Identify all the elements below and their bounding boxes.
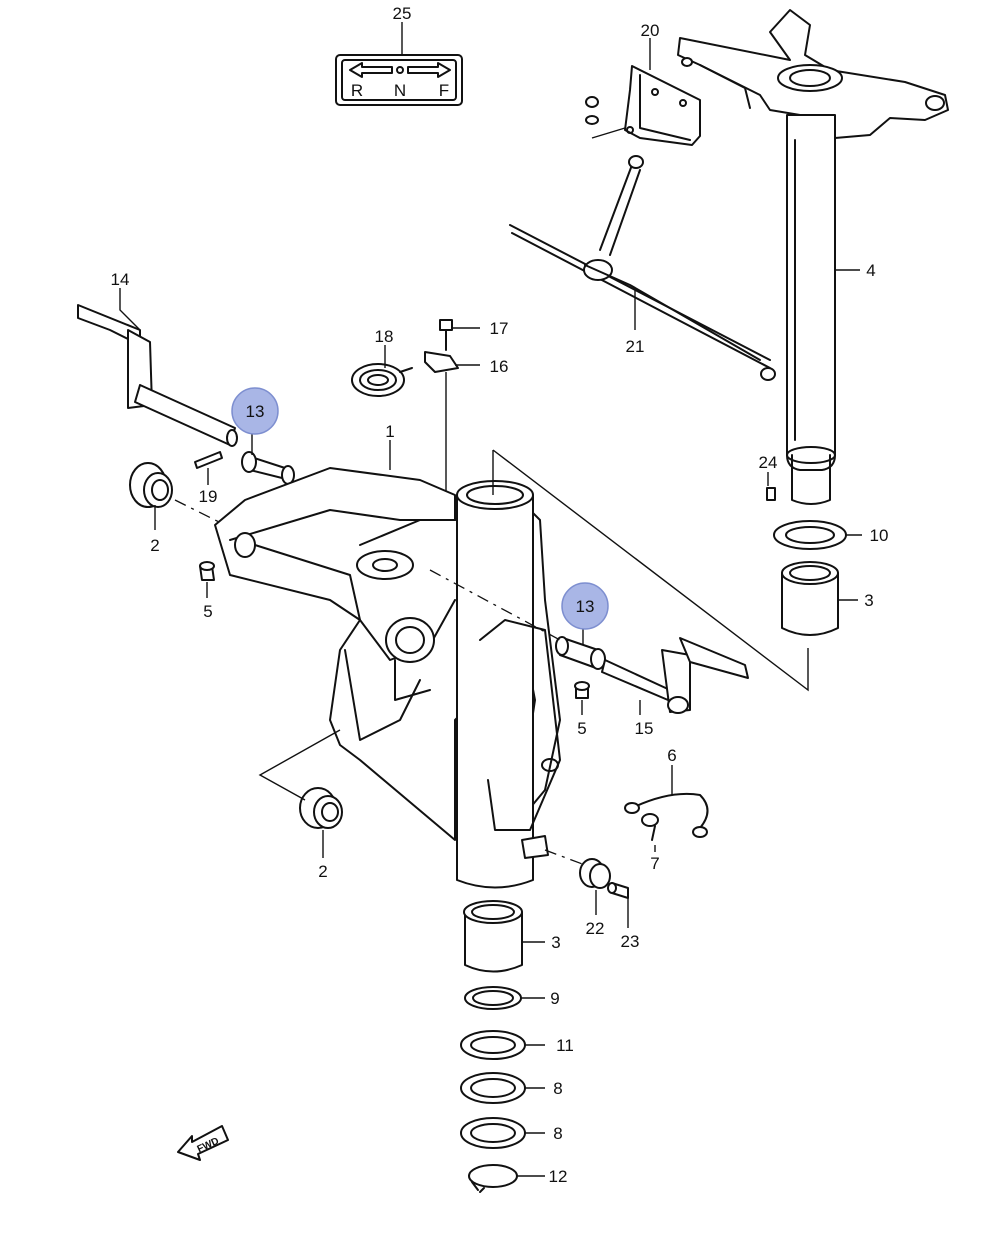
steering-link-rod [509, 155, 776, 381]
washer-8-upper [460, 1072, 526, 1104]
callout-17: 17 [490, 319, 509, 338]
forward-direction-arrow: FWD [177, 1125, 229, 1161]
callout-8-upper: 8 [553, 1079, 562, 1098]
callout-13-left-highlight[interactable] [231, 387, 279, 435]
callout-3-lower: 3 [551, 933, 560, 952]
callout-8-lower: 8 [553, 1124, 562, 1143]
callout-7: 7 [650, 854, 659, 873]
bolt-right [574, 681, 590, 699]
callout-18: 18 [375, 327, 394, 346]
tilt-lever-bush-left [241, 451, 295, 485]
assembly-guide-shaft [492, 449, 809, 692]
shift-label-n: N [394, 81, 406, 100]
callout-13-right: 13 [576, 597, 595, 616]
callout-19: 19 [199, 487, 218, 506]
callout-15: 15 [635, 719, 654, 738]
upper-bushing [781, 561, 839, 636]
callout-1: 1 [385, 422, 394, 441]
lower-bushing [463, 900, 523, 973]
tilt-lever-right [601, 637, 749, 714]
callout-3-upper: 3 [864, 591, 873, 610]
callout-24: 24 [759, 453, 778, 472]
washer-11 [460, 1030, 526, 1060]
callout-16: 16 [490, 357, 509, 376]
snap-ring [468, 1164, 518, 1193]
steering-bracket [677, 9, 949, 139]
callout-2-upper: 2 [150, 536, 159, 555]
leader-lines [119, 22, 862, 1177]
pin [766, 487, 776, 501]
callout-5-left: 5 [203, 602, 212, 621]
callout-labels: 25 20 4 21 14 18 17 16 13 1 19 2 24 10 5… [111, 4, 889, 1186]
bracket-plate [585, 65, 701, 146]
ground-lead-wire [624, 792, 709, 838]
callout-9: 9 [550, 989, 559, 1008]
callout-4: 4 [866, 261, 875, 280]
callout-10: 10 [870, 526, 889, 545]
callout-2-lower: 2 [318, 862, 327, 881]
stopper-bolt [607, 882, 629, 899]
torsion-spring [351, 363, 413, 397]
washer-9 [464, 986, 522, 1010]
callout-22: 22 [586, 919, 605, 938]
shift-label-f: F [439, 81, 449, 100]
callout-14: 14 [111, 270, 130, 289]
callout-13-right-highlight[interactable] [561, 582, 609, 630]
callout-11: 11 [556, 1036, 574, 1055]
callout-21: 21 [626, 337, 645, 356]
thrust-washer [773, 520, 847, 550]
bolt-left [199, 561, 215, 581]
assembly-guide-lower-bush [258, 729, 341, 801]
swivel-stopper-tab [521, 835, 549, 859]
swivel-tube [456, 480, 534, 889]
callout-23: 23 [621, 932, 640, 951]
callout-20: 20 [641, 21, 660, 40]
steering-shaft [786, 114, 836, 505]
tilt-lever-bush-right [555, 636, 606, 670]
washer-8-lower [460, 1117, 526, 1149]
tilt-lever-left [77, 304, 238, 447]
swivel-bush-lower [299, 787, 343, 829]
callout-13-left: 13 [246, 402, 265, 421]
callout-6: 6 [667, 746, 676, 765]
cotter-pin [194, 451, 223, 469]
swivel-bracket-arm [479, 619, 561, 831]
callout-5-right: 5 [577, 719, 586, 738]
callout-12: 12 [549, 1167, 568, 1186]
swivel-bush-upper [129, 462, 173, 508]
callout-25: 25 [393, 4, 412, 23]
assembly-axis-right [429, 569, 561, 641]
stopper [579, 858, 611, 889]
shift-label-r: R [351, 81, 363, 100]
shift-label-plate: R N F [335, 54, 463, 106]
assembly-axis-stopper [544, 849, 586, 866]
screw [641, 813, 659, 841]
assembly-axis-upper [174, 499, 226, 526]
